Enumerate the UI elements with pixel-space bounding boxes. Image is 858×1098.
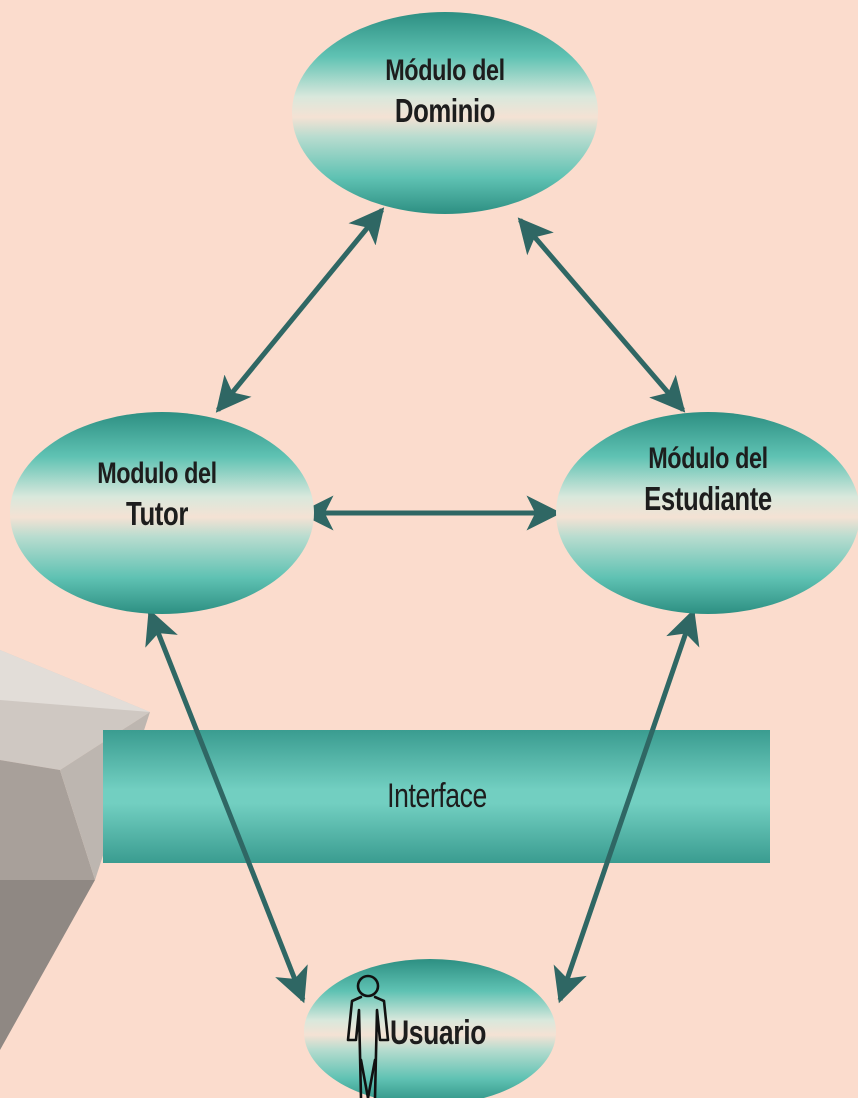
label-modulo-estudiante: Módulo del Estudiante (630, 440, 786, 519)
label-dominio-line2: Dominio (394, 91, 496, 129)
label-estudiante-line1: Módulo del (648, 442, 768, 475)
person-outline-icon (346, 974, 390, 1098)
arrow-dominio-tutor (215, 207, 385, 413)
label-modulo-tutor: Modulo del Tutor (79, 455, 235, 534)
label-modulo-dominio: Módulo del Dominio (367, 52, 523, 131)
label-tutor-line1: Modulo del (97, 457, 217, 490)
label-usuario: Usuario (389, 1014, 487, 1052)
node-modulo-dominio (292, 12, 598, 214)
label-estudiante-line2: Estudiante (644, 479, 772, 517)
label-interface: Interface (387, 777, 487, 815)
node-usuario (304, 959, 556, 1098)
node-modulo-estudiante (556, 412, 858, 614)
arrow-estudiante-usuario (553, 608, 700, 1004)
label-tutor-line2: Tutor (126, 494, 188, 532)
arrow-tutor-usuario (145, 608, 308, 1004)
arrow-dominio-estudiante (517, 217, 686, 413)
node-modulo-tutor (10, 412, 314, 614)
label-dominio-line1: Módulo del (385, 54, 505, 87)
